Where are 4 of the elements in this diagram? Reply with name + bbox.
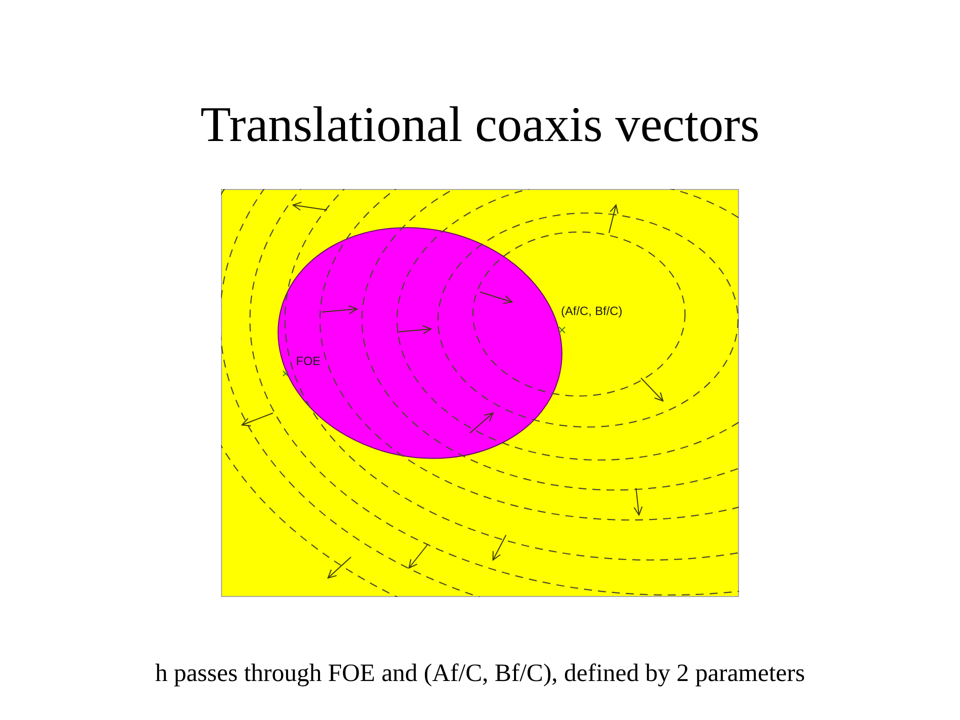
- caption: h passes through FOE and (Af/C, Bf/C), defined by 2 parameters: [155, 659, 805, 689]
- plot-label: FOE: [296, 354, 321, 368]
- slide-title: Translational coaxis vectors: [200, 95, 760, 154]
- plot-label: (Af/C, Bf/C): [561, 304, 622, 318]
